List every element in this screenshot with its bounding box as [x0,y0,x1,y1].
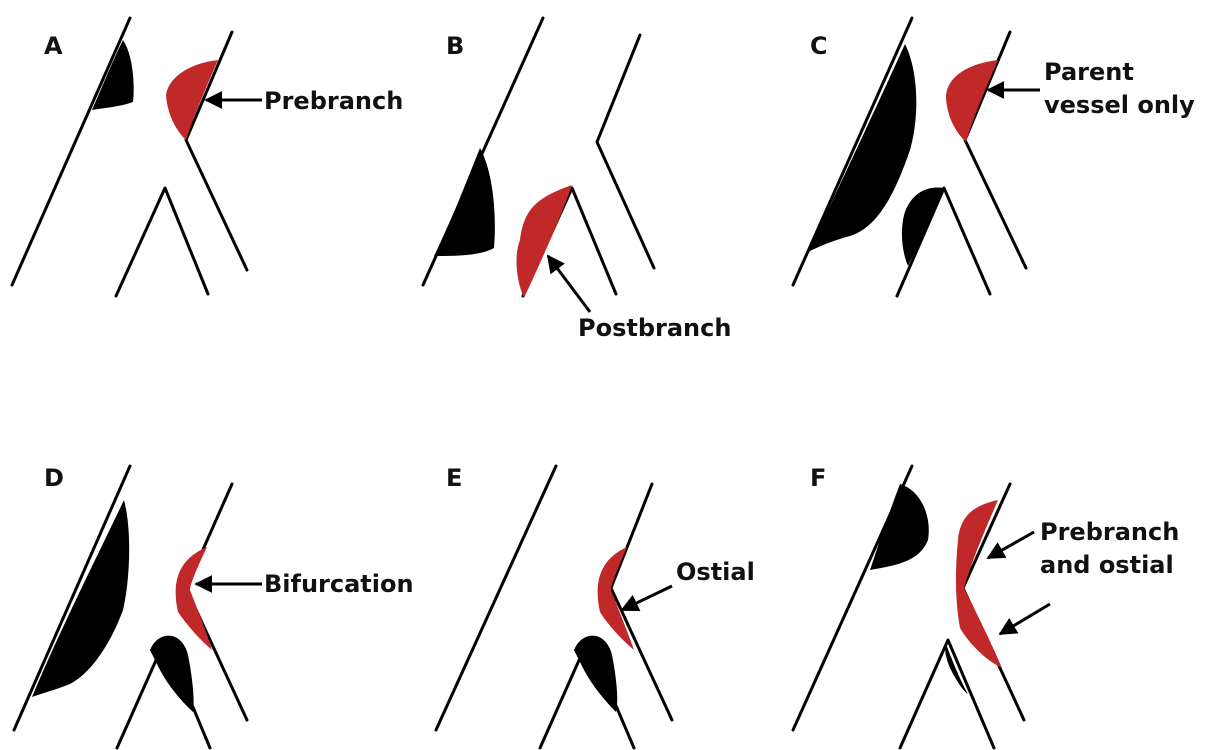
panel-c-red-plaque [946,60,998,142]
panel-b-letter: B [446,32,464,60]
panel-f-red-plaque [956,500,1002,668]
panel-e: E Ostial [436,464,755,748]
panel-a-vessel-left-wall [12,18,130,285]
panel-c-letter: C [810,32,828,60]
panel-d-black-plaque-branch [150,636,194,712]
panel-f-label-line2: and ostial [1040,551,1174,579]
panel-c-black-plaque-parent [808,44,916,252]
panel-f-arrow-prebranch [988,532,1034,558]
panel-b-label: Postbranch [578,314,731,342]
panel-f-label-line1: Prebranch [1040,518,1179,546]
panel-e-letter: E [446,464,462,492]
panel-c-label-line1: Parent [1044,58,1134,86]
panel-b-red-plaque [517,185,572,298]
panel-f: F Prebranch and ostial [793,464,1179,748]
panel-f-arrow-ostial [1000,604,1050,634]
panel-a-letter: A [44,32,63,60]
panel-b-vessel-right-wall [597,35,654,268]
panel-a: A Prebranch [12,18,403,296]
panel-a-black-plaque [92,40,134,110]
panel-d-red-plaque [176,547,212,650]
panel-c-label-line2: vessel only [1044,91,1195,119]
panel-e-black-plaque [574,636,617,712]
panel-b-arrow [548,256,590,312]
panel-f-black-plaque-branch [945,644,968,694]
panel-b: B Postbranch [423,18,731,342]
panel-b-black-plaque [434,148,495,256]
panel-d-label: Bifurcation [264,570,414,598]
panel-f-black-plaque-parent [870,484,929,570]
panel-e-vessel-left-wall [436,466,556,730]
panel-a-label: Prebranch [264,87,403,115]
panel-c-black-plaque-branch [902,187,944,266]
panel-d-black-plaque-parent [32,500,129,697]
panel-d: D Bifurcation [14,464,414,748]
panel-d-letter: D [44,464,64,492]
panel-e-arrow [622,586,672,610]
panel-e-label: Ostial [676,558,755,586]
panel-d-vessel-right-wall [186,484,247,720]
panel-a-side-branch [116,188,208,296]
panel-f-letter: F [810,464,826,492]
panel-c: C Parent vessel only [793,18,1195,296]
